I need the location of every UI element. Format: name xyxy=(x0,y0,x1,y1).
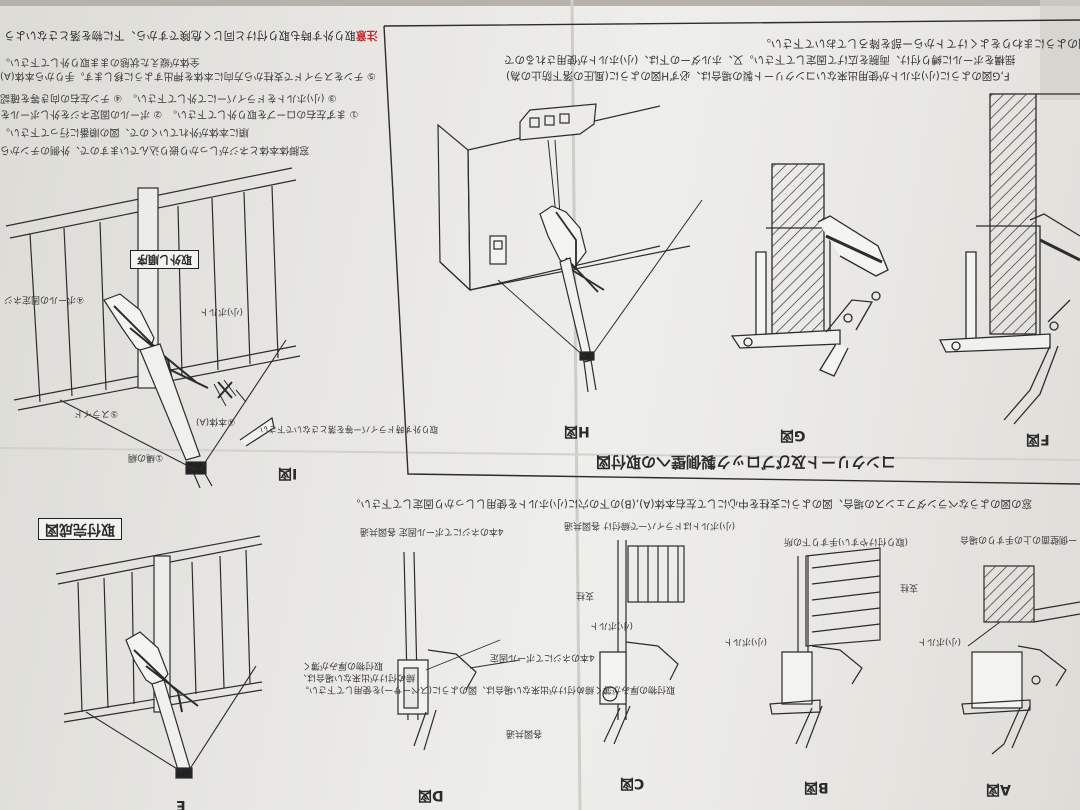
callout-i-pole-screw: ④ポールの固定ネジ xyxy=(4,294,85,304)
completed-heading: 取付完成図 xyxy=(38,518,122,540)
removal-step-1: ① まず左右のロープを取り外して下さい。 ② ポールの固定ネジを外しボールを xyxy=(0,108,359,119)
caption-a: ー側壁面の上の手すりの場合 xyxy=(960,534,1078,544)
figure-label-b: B図 xyxy=(804,779,829,795)
figure-g-drawing xyxy=(730,163,889,377)
callout-i-small-bolt: (小)ボルト xyxy=(200,306,244,316)
figure-label-e: E xyxy=(176,797,186,810)
callout-a-small-bolt: (小)ボルト xyxy=(918,636,962,646)
callout-i-dont-drop: 取り外す時ドライバー等を落とさないで下さい xyxy=(260,423,439,434)
h-note-line1: F,G図のように(小)ホルトが使用出来ないコンクリート製の場合は、必ずH図のよう… xyxy=(506,69,1010,82)
h-note-line2: 揺構をボールに縛り付け、両腕を広げて固定して下さい。又、ホルダーの下は、(小)ホ… xyxy=(504,53,1016,66)
figure-complete-drawing xyxy=(55,535,263,779)
caption-c: (小)ボルトはドライバーで締付け 各図共通 xyxy=(564,520,736,530)
caption-b: (取り付けやすい)手すり下の所 xyxy=(784,536,909,546)
figure-label-h: H図 xyxy=(564,423,590,439)
callout-i-body-a: ④本体(A) xyxy=(196,416,236,426)
removal-step-4: 全体が縦えた状態のまま取り外して下さい。 xyxy=(0,56,200,67)
d-side-note: 4本のネジにてポール固定 xyxy=(490,652,595,662)
figure-b-drawing xyxy=(769,547,881,749)
caption-d: 4本のネジにてポール固定 各図共通 xyxy=(360,526,504,536)
figure-label-i: I図 xyxy=(278,465,298,481)
d-spacer-note-2: 締め付けが出来ない場合は、 xyxy=(298,672,416,682)
callout-c-pole: 支柱 xyxy=(576,590,595,600)
figure-i-drawing xyxy=(5,167,301,489)
callout-c-small-bolt: (小)ボルト xyxy=(590,620,634,630)
removal-warning-text: 取り外す時も取り付けと同じく危険ですから、下に物を落とさないよう xyxy=(4,29,356,42)
wall-mount-heading: コンクリート及びブロック製側壁への取付図 xyxy=(596,453,897,471)
removal-step-5b: 窓脚体本体とネジがしっかり嵌り込んでいますので、外側のチンから xyxy=(0,144,310,155)
callout-b-pole: 支柱 xyxy=(900,582,919,592)
h-note-top: H図のようにまわりをよくけてトからー部を降ろしておいて下さい。 xyxy=(760,37,1080,50)
removal-order-heading: 取外し順序 xyxy=(130,250,199,269)
wall-mount-frame xyxy=(383,19,1080,485)
d-spacer-note-1: 取付物の厚みが薄く xyxy=(302,660,384,670)
attach-note: 窓の図のようなベランダフェンスの場合、図のように支柱を中心にして左右本体(A),… xyxy=(350,497,1032,510)
figure-d-drawing xyxy=(397,551,521,751)
figure-label-a: A図 xyxy=(986,781,1011,797)
figure-label-d: D図 xyxy=(418,787,444,803)
figure-a-drawing xyxy=(961,565,1080,755)
callout-i-slide: ⑤スライド xyxy=(74,408,119,418)
removal-warning: 注意取り外す時も取り付けと同じく危険ですから、下に物を落とさないよう xyxy=(4,29,378,42)
figure-label-g: G図 xyxy=(780,427,806,443)
removal-warning-label: 注意 xyxy=(355,29,378,42)
removal-step-5: ⑤ チンをスライドで支柱から方向に本体を押出すように移します。手りから本体(A) xyxy=(0,70,376,81)
figure-label-f: F図 xyxy=(1026,431,1050,447)
horizontal-fold xyxy=(0,447,1080,461)
figure-h-drawing xyxy=(437,103,703,393)
top-edge-shadow xyxy=(0,0,1080,6)
d-common-note: 各図共通 xyxy=(506,728,543,738)
figure-c-drawing xyxy=(599,540,685,745)
figure-label-c: C図 xyxy=(620,775,645,791)
figure-f-drawing xyxy=(938,93,1080,425)
removal-step-3: ③ (小)ホルトをドライバーにて外して下さい。 ④ チン左右の向き等を確認 xyxy=(0,92,337,103)
corner-shadow xyxy=(1040,0,1080,100)
callout-i-rope: ①縄の綱 xyxy=(128,452,164,462)
removal-step-6: 順に本体が外れていくので、図の順番に行って下さい。 xyxy=(0,126,249,137)
callout-b-small-bolt: (小)ボルト xyxy=(724,636,768,646)
d-spacer-note-3: 取付物の厚みが薄く締め付けが出来ない場合は、図のように(スペーサー)を使用して下… xyxy=(300,684,675,694)
